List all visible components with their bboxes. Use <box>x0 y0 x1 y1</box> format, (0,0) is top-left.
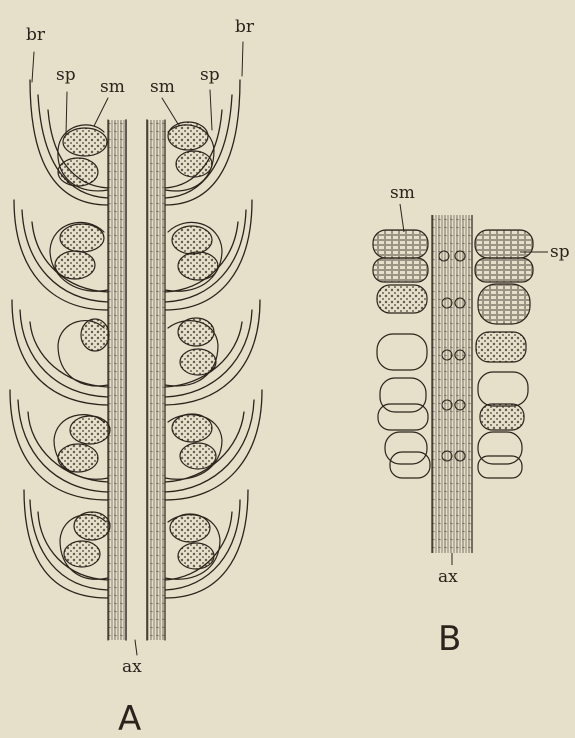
figure-b-axis <box>432 215 472 565</box>
figure-a-cone-section <box>10 42 262 655</box>
label-ax-b: ax <box>438 567 458 587</box>
figure-a-leader-lines <box>32 42 243 135</box>
label-sp-b: sp <box>550 242 570 262</box>
label-sm-b: sm <box>390 183 415 203</box>
label-sm-left: sm <box>100 77 125 97</box>
label-ax-a: ax <box>122 657 142 677</box>
label-br-left: br <box>26 25 46 45</box>
figure-a-axis <box>108 120 165 655</box>
panel-label-a: A <box>118 699 141 734</box>
figure-b-left-sporangia <box>373 230 430 478</box>
label-sp-right: sp <box>200 65 220 85</box>
label-sp-left: sp <box>56 65 76 85</box>
figure-a-right-sporangia <box>165 122 222 579</box>
figure-b-cross-section <box>373 204 548 565</box>
figure-a-left-sporangia <box>50 125 110 579</box>
label-sm-right: sm <box>150 77 175 97</box>
figure-b-right-sporangia <box>475 230 533 478</box>
label-br-right: br <box>235 17 255 37</box>
panel-label-b: B <box>438 619 461 659</box>
